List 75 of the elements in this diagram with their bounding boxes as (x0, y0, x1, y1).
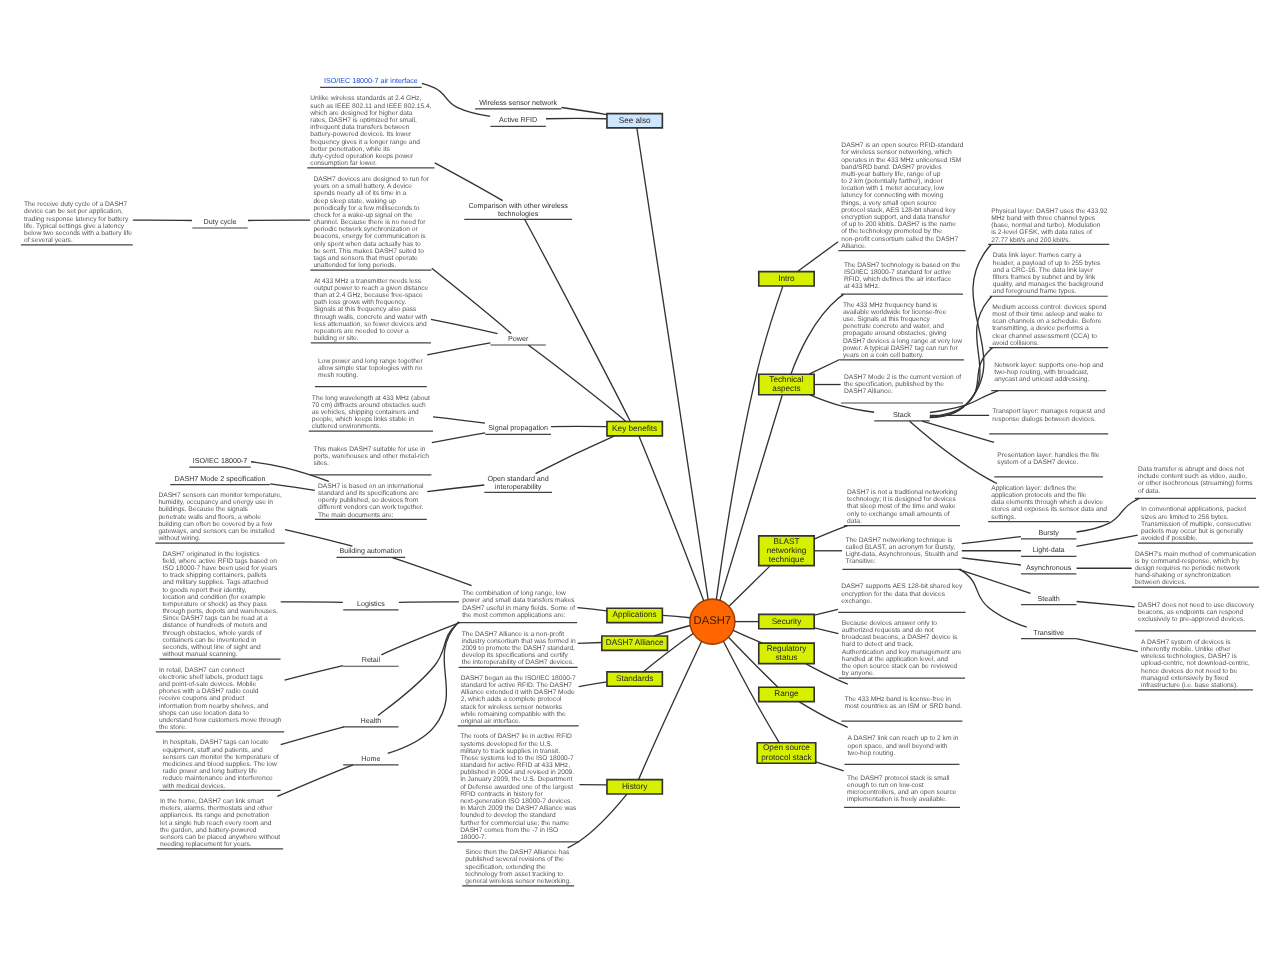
connector (247, 218, 311, 221)
connector (813, 626, 840, 634)
connector (430, 317, 499, 334)
connector (550, 424, 608, 427)
connector (426, 341, 492, 355)
connector (638, 434, 705, 601)
connector (1075, 566, 1133, 568)
connector (1075, 496, 1140, 532)
connector (728, 635, 779, 687)
connector (391, 555, 473, 586)
connector (637, 639, 703, 780)
connector (798, 700, 849, 727)
connector (808, 357, 841, 374)
connector (377, 620, 460, 716)
connector (432, 415, 486, 423)
connector (269, 482, 316, 490)
connector (959, 567, 1028, 627)
connector (796, 240, 839, 272)
connector (1075, 533, 1139, 546)
connector (276, 763, 354, 797)
connector (961, 534, 1022, 544)
connector (426, 483, 485, 492)
connector (957, 567, 1032, 593)
connector (421, 81, 491, 117)
connector (431, 266, 512, 334)
connector (250, 460, 330, 482)
connector (929, 413, 990, 415)
connector (576, 605, 608, 611)
connector (431, 431, 486, 443)
connector (815, 760, 845, 771)
connector (527, 343, 627, 422)
connector (809, 393, 875, 412)
connector (280, 725, 345, 745)
connector (661, 613, 691, 618)
connector (813, 524, 849, 539)
connector (577, 640, 603, 644)
connector (805, 662, 849, 684)
connector (1075, 636, 1139, 652)
connector (790, 292, 845, 374)
connector (813, 549, 843, 551)
connector (728, 564, 771, 606)
connector (398, 600, 460, 602)
connector (534, 434, 616, 474)
connector (813, 382, 842, 385)
connector (524, 217, 631, 421)
connector (578, 680, 608, 687)
connector (734, 619, 760, 622)
connector (578, 782, 608, 785)
connector (434, 161, 504, 201)
connector (642, 631, 694, 672)
connector (636, 126, 709, 600)
connector (921, 419, 995, 443)
connector (732, 628, 763, 643)
connector (929, 389, 999, 413)
connector (653, 623, 691, 636)
connector (132, 218, 193, 221)
connector (280, 600, 344, 602)
connector (560, 105, 608, 115)
connector (813, 607, 839, 615)
connector (929, 346, 994, 417)
connector (961, 549, 1022, 551)
connector (715, 284, 784, 600)
connector (283, 663, 344, 680)
connector (387, 620, 460, 754)
connector (545, 116, 608, 119)
connector (908, 419, 998, 484)
connector (284, 527, 354, 546)
connector (961, 556, 1022, 565)
connector (380, 621, 461, 655)
connector (719, 393, 783, 601)
connector (722, 639, 780, 743)
connector (1075, 599, 1136, 607)
connector (567, 792, 628, 848)
connector (929, 294, 993, 418)
connector (929, 242, 992, 418)
